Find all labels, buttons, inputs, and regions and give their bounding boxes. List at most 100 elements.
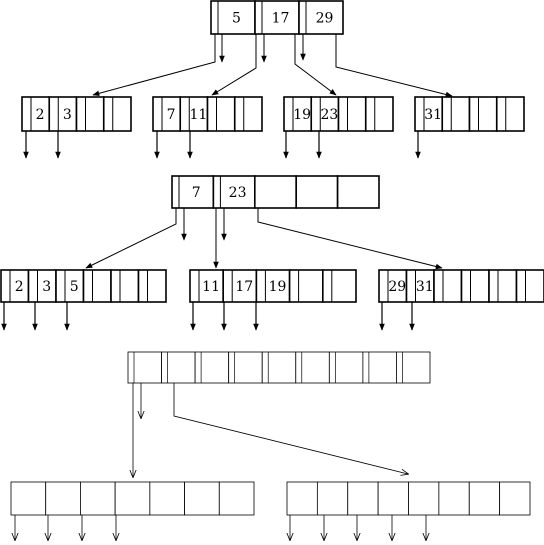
edge-root-leaf-3-arrow: [258, 208, 442, 268]
leaf-node-1-cell: [77, 97, 104, 131]
edge-root-leaf-3-arrow: [295, 34, 336, 95]
cell-box: [409, 482, 439, 515]
key-label: 5: [232, 11, 241, 27]
cell-box: [208, 97, 235, 131]
cell-box: [219, 482, 254, 515]
leaf-node-1: [11, 482, 254, 515]
leaf-pointers: [26, 131, 418, 158]
leaf-node-1: 2 3 5: [1, 270, 166, 302]
root-node: 5 17 29: [211, 1, 343, 34]
cell-box: [287, 482, 317, 515]
root-node-cell: [329, 352, 363, 383]
cell-box: [115, 482, 150, 515]
root-node-cell: [396, 352, 430, 383]
cell-box: [329, 352, 363, 383]
leaf-node-4-cell: [497, 97, 524, 131]
leaf-node-1-cell: [111, 270, 139, 302]
key-label: 3: [42, 279, 51, 295]
leaf-node-2-cell: [469, 482, 499, 515]
key-label: 11: [202, 279, 220, 295]
leaf-node-4-cell: 31: [415, 97, 442, 131]
root-node-cell: [128, 352, 162, 383]
key-label: 11: [189, 107, 207, 123]
leaf-node-1-cell: [104, 97, 131, 131]
cell-box: [296, 176, 337, 208]
leaf-node-3-cell: [434, 270, 462, 302]
edge-root-leaf-2-arrow: [174, 383, 408, 474]
cell-box: [497, 97, 524, 131]
edges: [86, 208, 442, 268]
root-node-cell: [296, 352, 330, 383]
leaf-node-3-cell: [517, 270, 544, 302]
cell-box: [323, 270, 356, 302]
leaf-node-3: 29 31: [379, 270, 544, 302]
key-label: 5: [70, 279, 79, 295]
root-node-cell: [338, 176, 379, 208]
root-node-cell: [262, 352, 296, 383]
leaf-node-3-cell: [462, 270, 490, 302]
leaf-node-4: 31: [415, 97, 524, 131]
root-node-cell: 17: [255, 1, 299, 34]
key-label: 29: [388, 279, 406, 295]
cell-box: [150, 482, 185, 515]
edge-root-leaf-1-arrow: [93, 34, 215, 95]
cell-box: [366, 97, 393, 131]
cell-box: [77, 97, 104, 131]
cell-box: [104, 97, 131, 131]
cell-box: [111, 270, 139, 302]
root-node-cell: [195, 352, 229, 383]
cell-box: [162, 352, 196, 383]
cell-box: [195, 352, 229, 383]
root-node-cell: [296, 176, 337, 208]
cell-box: [363, 352, 397, 383]
cell-box: [500, 482, 530, 515]
cell-box: [80, 482, 115, 515]
leaf-node-2: 711: [153, 97, 262, 131]
cell-box: [434, 270, 462, 302]
cell-box: [470, 97, 497, 131]
cell-box: [235, 97, 262, 131]
leaf-node-1-cell: [46, 482, 81, 515]
leaf-node-2-cell: [500, 482, 530, 515]
key-label: 2: [15, 279, 24, 295]
key-label: 31: [424, 107, 442, 123]
leaf-node-2-cell: [439, 482, 469, 515]
key-label: 31: [416, 279, 434, 295]
key-label: 2: [36, 107, 45, 123]
root-node-cell: [229, 352, 263, 383]
leaf-node-2-cell: [323, 270, 356, 302]
leaf-node-2-cell: [208, 97, 235, 131]
leaf-node-2-cell: 17: [223, 270, 256, 302]
leaf-node-1-cell: 3: [29, 270, 57, 302]
leaf-node-2-cell: [348, 482, 378, 515]
root-node-cell: [162, 352, 196, 383]
key-label: 23: [229, 185, 247, 201]
cell-box: [229, 352, 263, 383]
key-label: 7: [192, 185, 201, 201]
leaf-node-2-cell: [317, 482, 347, 515]
leaf-node-2-cell: [290, 270, 323, 302]
cell-box: [489, 270, 517, 302]
leaf-node-1-cell: [219, 482, 254, 515]
cell-box: [296, 352, 330, 383]
cell-box: [46, 482, 81, 515]
cell-box: [469, 482, 499, 515]
cell-box: [439, 482, 469, 515]
root-node-cell: 29: [299, 1, 343, 34]
leaf-node-2-cell: [235, 97, 262, 131]
leaf-node-1-cell: [150, 482, 185, 515]
leaf-node-1-cell: [80, 482, 115, 515]
cell-box: [84, 270, 112, 302]
edge-root-leaf-2-arrow: [212, 34, 256, 95]
edges: [133, 383, 408, 477]
key-label: 17: [272, 11, 290, 27]
root-node-cell: [255, 176, 296, 208]
cell-box: [262, 352, 296, 383]
root-node: 7 23: [172, 176, 379, 208]
leaf-node-1-cell: [11, 482, 46, 515]
cell-box: [255, 176, 296, 208]
